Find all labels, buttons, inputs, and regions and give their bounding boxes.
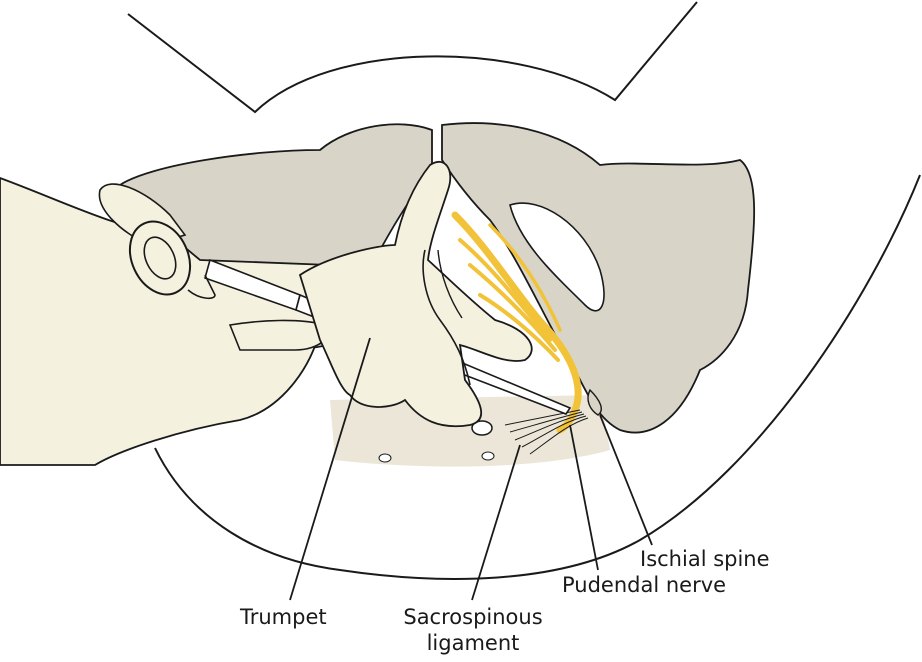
sacral-foramen-2 xyxy=(378,453,392,463)
label-pudendal-nerve: Pudendal nerve xyxy=(562,573,727,597)
obturator-foramen xyxy=(509,202,605,312)
finger-glove-1 xyxy=(228,319,329,351)
inner-finger-guide xyxy=(422,249,471,386)
leader-trumpet xyxy=(289,337,371,601)
label-sacrospinous-line2: ligament xyxy=(426,631,520,655)
body-outline-top xyxy=(127,1,698,114)
leader-pudendal xyxy=(569,424,599,571)
leader-ischial xyxy=(599,414,653,546)
sacral-foramen xyxy=(471,420,493,436)
label-ischial-spine: Ischial spine xyxy=(640,547,770,571)
sacrospinous-ligament xyxy=(504,409,589,455)
leader-sacrospinous xyxy=(471,444,521,601)
label-sacrospinous-ligament: Sacrospinous ligament xyxy=(398,604,548,656)
ischial-spine-bone xyxy=(587,388,602,416)
label-sacrospinous-line1: Sacrospinous xyxy=(403,605,543,629)
body-outline-lower xyxy=(154,174,921,580)
pelvic-floor-shadow xyxy=(330,395,610,467)
inner-finger-guide-2 xyxy=(437,249,463,319)
label-trumpet: Trumpet xyxy=(240,605,327,629)
sacral-foramen-3 xyxy=(481,451,495,461)
inner-hand-glove xyxy=(298,160,533,428)
